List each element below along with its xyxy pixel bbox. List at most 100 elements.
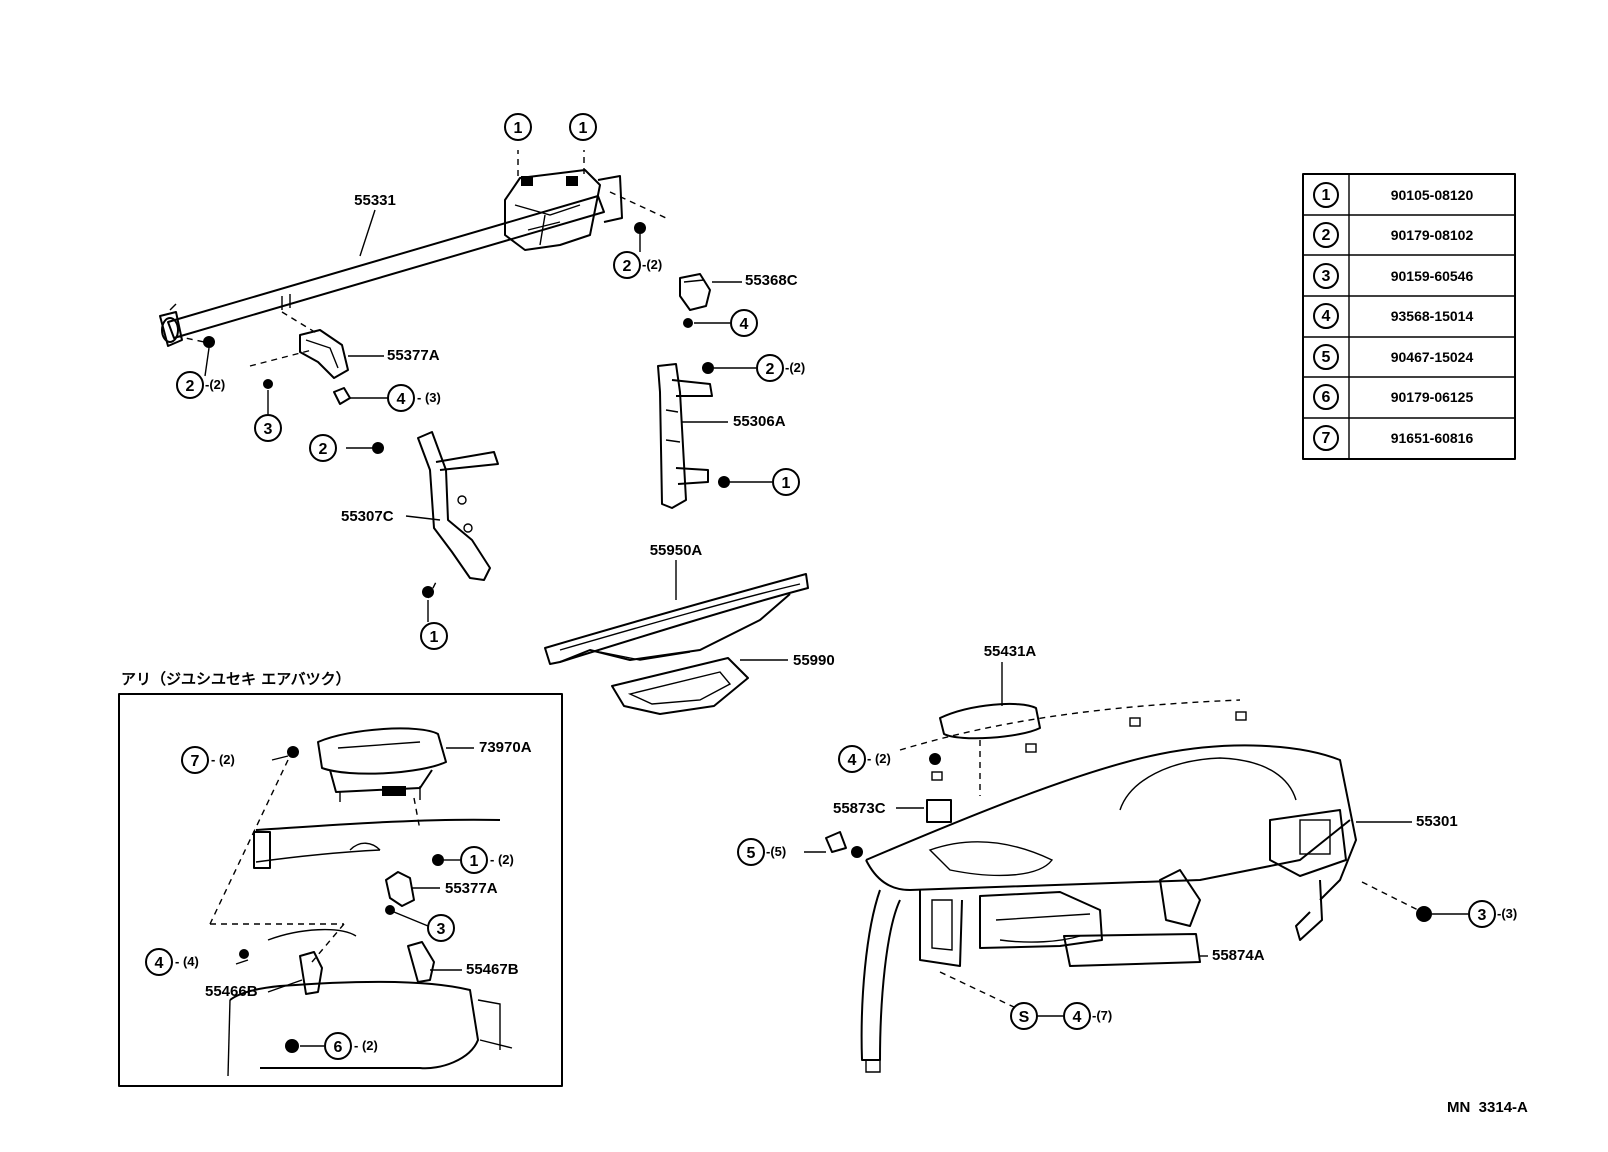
callout: 1 [504, 113, 532, 141]
part-label-55990: 55990 [793, 652, 835, 669]
bracket-55377a-drawing [249, 311, 351, 414]
callout: 2 -(2) [756, 354, 805, 382]
brace-55307c-drawing [346, 431, 499, 622]
svg-text:-(5): -(5) [766, 844, 786, 859]
legend-part-number: 90159-60546 [1391, 268, 1474, 284]
svg-text:1: 1 [430, 629, 439, 646]
part-label-73970A: 73970A [479, 739, 532, 756]
svg-text:1: 1 [782, 475, 791, 492]
bolt-icon [566, 150, 585, 186]
svg-text:4: 4 [397, 391, 406, 408]
legend-part-number: 90179-08102 [1391, 227, 1474, 243]
svg-text:-(2): -(2) [642, 257, 662, 272]
svg-text:- (2): - (2) [867, 751, 891, 766]
svg-text:- (3): - (3) [417, 390, 441, 405]
svg-text:1: 1 [470, 853, 479, 870]
inset-caption: アリ（ジユシユセキ エアバツク） [121, 670, 351, 688]
bolt-icon [517, 150, 533, 186]
callout: 2 -(2) [613, 251, 662, 279]
svg-text:1: 1 [579, 120, 588, 137]
callout: 3 -(3) [1468, 900, 1517, 928]
part-label-55301: 55301 [1416, 813, 1458, 830]
legend-table: 1 90105-08120 2 90179-08102 3 90159-6054… [1302, 173, 1516, 460]
brace-55306a-drawing [657, 362, 772, 509]
bolt-icon [209, 746, 299, 925]
clip-icon [929, 753, 941, 765]
svg-text:-(2): -(2) [205, 377, 225, 392]
svg-text:2: 2 [766, 361, 775, 378]
nut-icon [609, 191, 667, 252]
svg-text:-(7): -(7) [1092, 1008, 1112, 1023]
callout: 7 - (2) [181, 746, 235, 774]
legend-key: 2 [1322, 227, 1331, 244]
callout: 4 [730, 309, 758, 337]
callout: 6 - (2) [324, 1032, 378, 1060]
callout: 4 - (4) [145, 948, 199, 976]
reinforcement-bar-drawing [159, 169, 623, 347]
airbag-73970a-drawing [317, 727, 447, 831]
part-label-55377A: 55377A [387, 347, 440, 364]
legend-key: 5 [1322, 349, 1331, 366]
svg-text:4: 4 [848, 752, 857, 769]
svg-text:- (2): - (2) [490, 852, 514, 867]
legend-row: 5 90467-15024 [1313, 344, 1473, 370]
svg-text:5: 5 [747, 845, 756, 862]
cover-55950a-drawing [544, 573, 809, 665]
callout: 2 -(2) [176, 371, 225, 399]
nut-icon [175, 335, 215, 377]
legend-key: 3 [1322, 268, 1331, 285]
svg-text:3: 3 [1478, 907, 1487, 924]
callout: 2 [309, 434, 337, 462]
svg-text:4: 4 [1073, 1009, 1082, 1026]
inset-dash-panel-drawing [253, 818, 501, 927]
legend-part-number: 90179-06125 [1391, 389, 1474, 405]
part-label-55950A: 55950A [650, 542, 703, 559]
instrument-panel-drawing [860, 699, 1357, 1073]
legend-key: 4 [1322, 308, 1331, 325]
part-label-55368C: 55368C [745, 272, 798, 289]
inset-lower-drawing [210, 923, 513, 1077]
part-label-55874A: 55874A [1212, 947, 1265, 964]
legend-row: 7 91651-60816 [1313, 425, 1474, 451]
svg-text:S: S [1019, 1009, 1030, 1026]
svg-text:1: 1 [514, 120, 523, 137]
callout: 1 [569, 113, 597, 141]
legend-part-number: 91651-60816 [1391, 430, 1474, 446]
svg-text:- (4): - (4) [175, 954, 199, 969]
callout: 4 - (2) [838, 745, 891, 773]
legend-key: 6 [1322, 389, 1331, 406]
legend-part-number: 93568-15014 [1391, 308, 1474, 324]
legend-row: 3 90159-60546 [1313, 263, 1474, 289]
pad-55873c-drawing [825, 799, 952, 858]
part-label-55466B: 55466B [205, 983, 258, 1000]
legend-row: 4 93568-15014 [1313, 303, 1474, 329]
callout: 1 [420, 622, 448, 650]
svg-text:-(2): -(2) [785, 360, 805, 375]
callout: 1 - (2) [460, 846, 514, 874]
callout: 4 -(7) [1063, 1002, 1112, 1030]
svg-text:4: 4 [740, 316, 749, 333]
part-label-55307C: 55307C [341, 508, 394, 525]
tray-55990-drawing [611, 657, 749, 715]
inset-frame [118, 693, 563, 1087]
callout: 1 [772, 468, 800, 496]
callout: 5 -(5) [737, 838, 786, 866]
svg-text:- (2): - (2) [211, 752, 235, 767]
part-label-55467B: 55467B [466, 961, 519, 978]
screw-icon [1361, 881, 1468, 922]
callout: 4 - (3) [387, 384, 441, 412]
callout: 3 [254, 414, 282, 442]
svg-text:3: 3 [264, 421, 273, 438]
svg-text:- (2): - (2) [354, 1038, 378, 1053]
callout: S [1010, 1002, 1038, 1030]
legend-row: 6 90179-06125 [1313, 384, 1474, 410]
svg-text:2: 2 [186, 378, 195, 395]
part-label-55377A-inset: 55377A [445, 880, 498, 897]
callout: 3 [427, 914, 455, 942]
legend-row: 2 90179-08102 [1313, 222, 1474, 248]
bracket-55368c-drawing [679, 273, 730, 328]
svg-text:4: 4 [155, 955, 164, 972]
part-label-55431A: 55431A [984, 643, 1037, 660]
svg-text:3: 3 [437, 921, 446, 938]
